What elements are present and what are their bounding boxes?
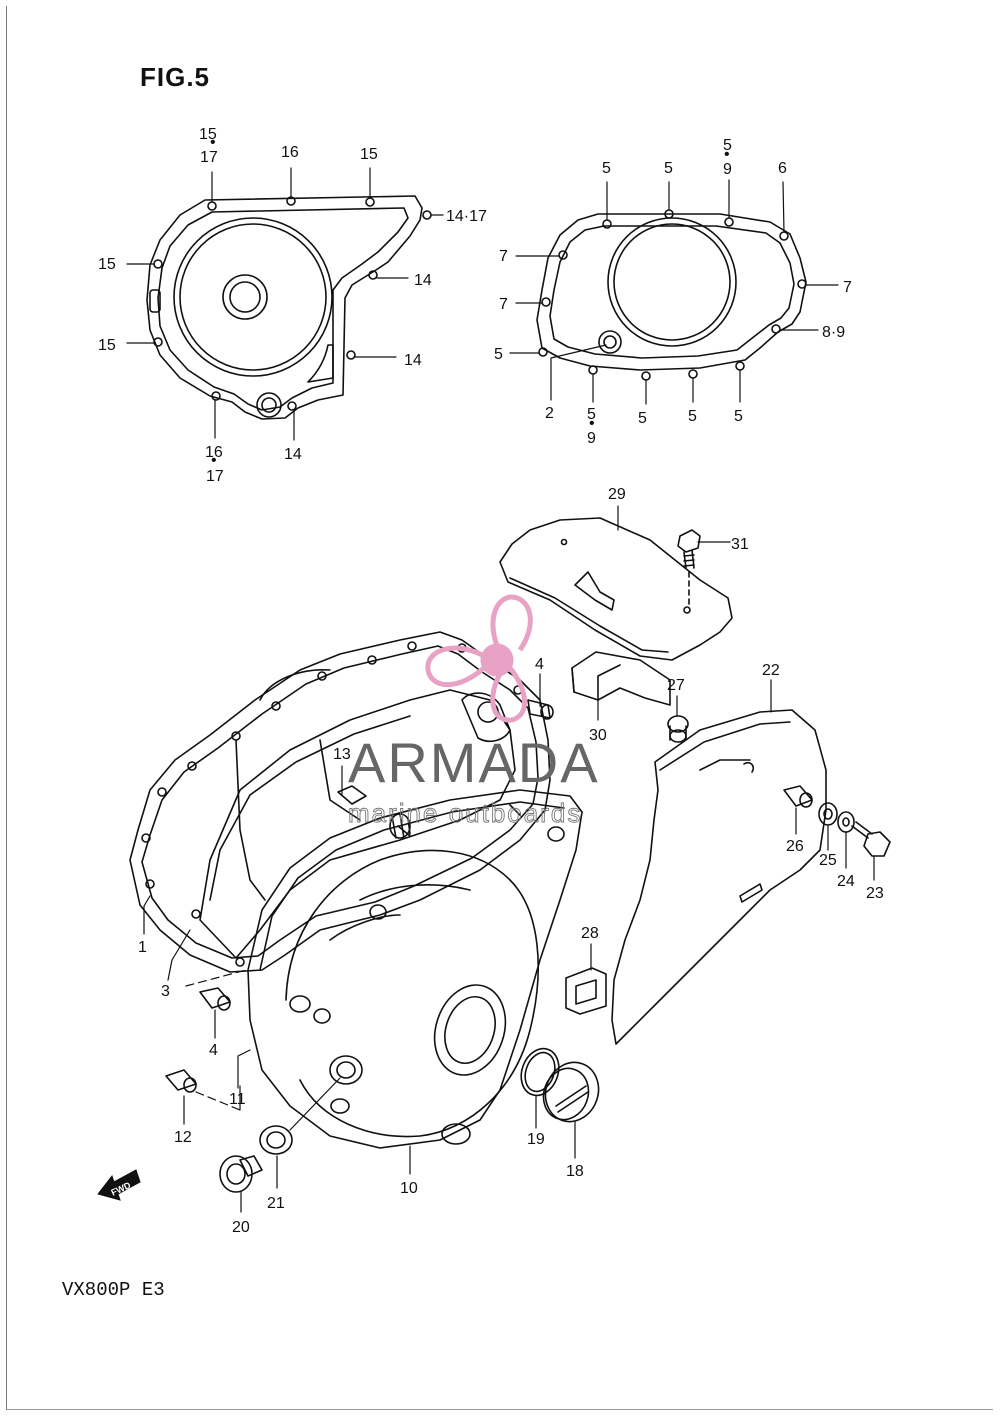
watermark-tagline: marine outboards [348, 798, 582, 828]
callout-clutch-bottom-2: 5 [638, 410, 647, 427]
callout-gen-right-mid: 14 [414, 272, 432, 289]
watermark: ARMADA marine outboards [348, 594, 600, 828]
callout-part-20: 20 [232, 1219, 250, 1236]
callout-part-27: 27 [667, 677, 685, 694]
callout-part-22: 22 [762, 662, 780, 679]
figure-title: FIG.5 [140, 62, 211, 92]
forward-arrow-icon: FWD [97, 1169, 141, 1201]
callout-clutch-left-3: 5 [494, 346, 503, 363]
plug-bolt-20 [219, 1155, 263, 1193]
callout-part-1: 1 [138, 939, 147, 956]
leader-lines [126, 167, 875, 1213]
callout-gen-right-top: 14·17 [446, 208, 487, 225]
callout-clutch-top-3a: 5 [723, 137, 732, 154]
callout-clutch-bottom-1b: 9 [587, 430, 596, 447]
pin-13 [337, 785, 411, 839]
generator-cover-gasket [146, 195, 432, 420]
callout-part-18: 18 [566, 1163, 584, 1180]
callout-part-31: 31 [731, 536, 749, 553]
callout-part-11: 11 [229, 1091, 246, 1108]
callout-clutch-right-1: 7 [843, 279, 852, 296]
callout-clutch-bottom-3: 5 [688, 408, 697, 425]
grommet-27 [667, 715, 689, 743]
collar-26 [783, 785, 813, 808]
callout-labels: 15 • 17 16 15 14·17 14 14 15 15 16 • 17 … [98, 126, 884, 1236]
cap-30 [571, 651, 671, 706]
callout-part-19: 19 [527, 1131, 545, 1148]
watermark-propeller-icon [425, 594, 533, 723]
bolt-23 [851, 821, 891, 857]
callout-part-12: 12 [174, 1129, 192, 1146]
model-code: VX800P E3 [62, 1279, 165, 1301]
callout-clutch-top-1: 5 [602, 160, 611, 177]
clutch-cover-gasket [536, 209, 807, 381]
callout-gen-bottom-right: 14 [284, 446, 302, 463]
callout-part-4-low: 4 [209, 1042, 218, 1059]
callout-gen-top-right: 15 [360, 146, 378, 163]
page-border [6, 6, 993, 1410]
callout-clutch-plug: 2 [545, 405, 554, 422]
callout-clutch-left-2: 7 [499, 296, 508, 313]
callout-part-13: 13 [333, 746, 351, 763]
dowel-4-lower [199, 987, 231, 1011]
callout-clutch-top-2: 5 [664, 160, 673, 177]
callout-dot: • [211, 452, 217, 469]
callout-gen-bottom-left-a: 16 [205, 444, 223, 461]
callout-clutch-top-4: 6 [778, 160, 787, 177]
grommet-28 [565, 967, 607, 1015]
callout-part-25: 25 [819, 852, 837, 869]
callout-clutch-left-1: 7 [499, 248, 508, 265]
washer-25 [818, 802, 838, 826]
washer-24 [837, 811, 855, 833]
callout-part-30: 30 [589, 727, 607, 744]
clutch-cover-10 [247, 789, 583, 1149]
plug-18 [542, 1061, 600, 1123]
callout-gen-top-left-a: 15 [199, 126, 217, 143]
callout-part-23: 23 [866, 885, 884, 902]
callout-clutch-top-3b: 9 [723, 161, 732, 178]
generator-cover-outer-ring [173, 217, 333, 377]
callout-part-3: 3 [161, 983, 170, 1000]
gasket-21 [259, 1125, 293, 1155]
callout-part-26: 26 [786, 838, 804, 855]
callout-clutch-bottom-1a: 5 [587, 406, 596, 423]
bolt-31 [677, 529, 701, 607]
callout-clutch-right-2: 8·9 [822, 324, 845, 341]
cover-29 [499, 517, 733, 661]
clutch-cover-window [607, 217, 737, 347]
callout-dot: • [724, 146, 730, 163]
callout-part-21: 21 [267, 1195, 285, 1212]
callout-gen-left-top: 15 [98, 256, 116, 273]
crankcase-cover-gasket-1 [129, 631, 551, 973]
callout-gen-bottom-left-b: 17 [206, 468, 224, 485]
callout-dot: • [589, 415, 595, 432]
callout-part-24: 24 [837, 873, 855, 890]
guard-22 [611, 709, 827, 1045]
callout-part-10: 10 [400, 1180, 418, 1197]
callout-gen-top-mid: 16 [281, 144, 299, 161]
o-ring-19 [520, 1047, 560, 1097]
callout-gen-right-low: 14 [404, 352, 422, 369]
callout-part-28: 28 [581, 925, 599, 942]
callout-dot: • [210, 134, 216, 151]
dowel-4-upper [527, 699, 554, 720]
watermark-brand: ARMADA [348, 731, 600, 794]
callout-gen-top-left-b: 17 [200, 149, 218, 166]
callout-gen-left-low: 15 [98, 337, 116, 354]
callout-part-4-top: 4 [535, 656, 544, 673]
callout-part-29: 29 [608, 486, 626, 503]
callout-clutch-bottom-4: 5 [734, 408, 743, 425]
dowel-12 [165, 1069, 197, 1093]
